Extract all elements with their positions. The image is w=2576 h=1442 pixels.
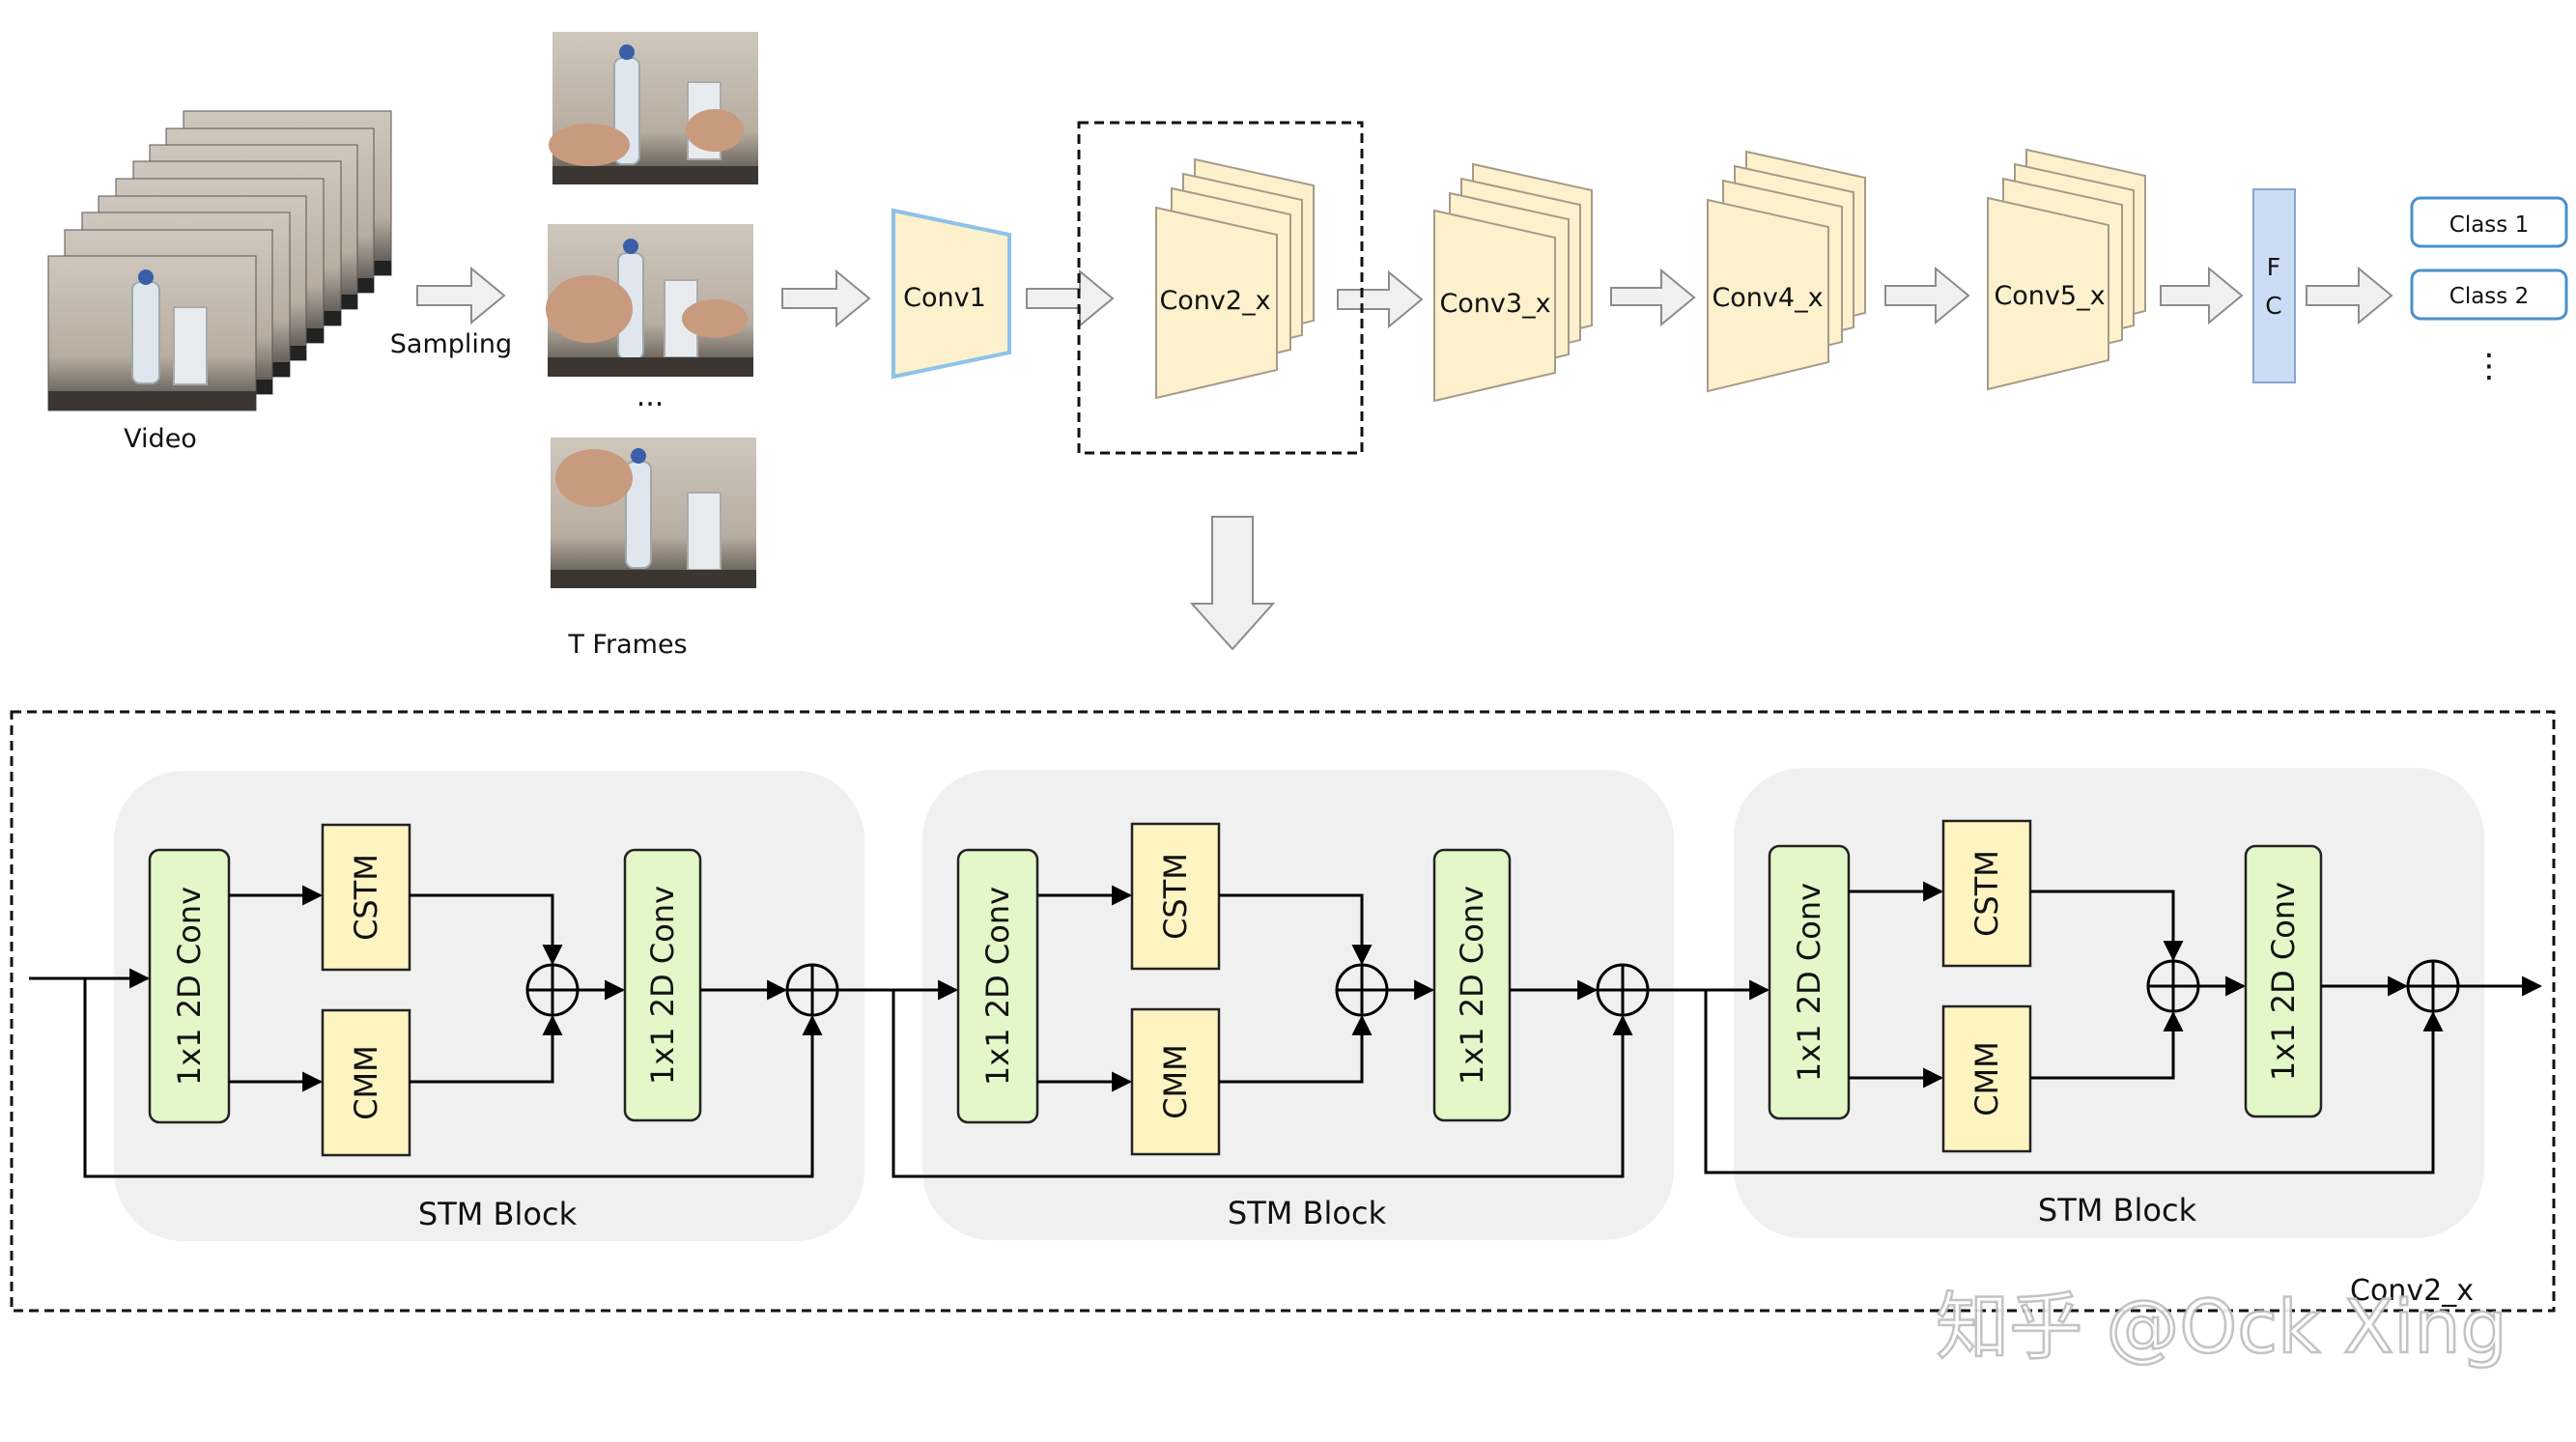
frames-ellipsis: ... bbox=[637, 380, 665, 413]
block2-conv-out-label: 1x1 2D Conv bbox=[1454, 886, 1490, 1085]
conv3-label: Conv3_x bbox=[1439, 289, 1550, 319]
video-frame-stack bbox=[47, 110, 392, 411]
conv4-label: Conv4_x bbox=[1712, 283, 1823, 313]
fc-letter-c: C bbox=[2265, 292, 2281, 320]
sampling-label: Sampling bbox=[390, 329, 512, 359]
conv2-label: Conv2_x bbox=[1159, 286, 1270, 316]
panel-label: Conv2_x bbox=[2350, 1274, 2474, 1308]
stm-block-3 bbox=[1648, 768, 2543, 1238]
block1-conv-out-label: 1x1 2D Conv bbox=[644, 886, 681, 1085]
classes-ellipsis: ⋮ bbox=[2473, 347, 2505, 385]
frames-label: T Frames bbox=[567, 630, 687, 660]
flow-arrows bbox=[781, 266, 2393, 329]
sampled-frame-2 bbox=[546, 224, 753, 377]
sampled-frame-1 bbox=[549, 32, 758, 184]
stm-block-1 bbox=[29, 771, 864, 1241]
class-1-label: Class 1 bbox=[2449, 212, 2529, 238]
block1-conv-in-label: 1x1 2D Conv bbox=[171, 887, 208, 1086]
block2-label: STM Block bbox=[1228, 1195, 1387, 1231]
block1-cstm-label: CSTM bbox=[348, 854, 384, 941]
block3-conv-in-label: 1x1 2D Conv bbox=[1791, 883, 1827, 1082]
conv2-stack bbox=[1155, 157, 1315, 400]
conv1-block bbox=[892, 208, 1011, 380]
class-2-box bbox=[2410, 269, 2568, 321]
watermark: 知乎 @Ock Xing bbox=[1936, 1284, 2507, 1370]
block1-label: STM Block bbox=[418, 1196, 578, 1232]
block3-label: STM Block bbox=[2038, 1192, 2197, 1229]
block2-cstm-label: CSTM bbox=[1157, 853, 1194, 940]
expand-arrow bbox=[1189, 516, 1276, 651]
conv5-stack bbox=[1987, 148, 2146, 391]
sampling-arrow bbox=[416, 266, 506, 325]
conv3-stack bbox=[1433, 162, 1593, 403]
class-2-label: Class 2 bbox=[2449, 284, 2529, 309]
block2-cmm-label: CMM bbox=[1157, 1044, 1194, 1119]
block3-cmm-label: CMM bbox=[1968, 1041, 2005, 1117]
block3-conv-out-label: 1x1 2D Conv bbox=[2265, 882, 2302, 1081]
sampled-frame-3 bbox=[551, 438, 756, 588]
video-label: Video bbox=[124, 424, 197, 454]
fc-layer bbox=[2252, 188, 2296, 383]
conv4-stack bbox=[1707, 150, 1866, 393]
stm-block-2 bbox=[837, 770, 1674, 1240]
conv5-label: Conv5_x bbox=[1994, 281, 2105, 311]
fc-letter-f: F bbox=[2267, 253, 2280, 281]
conv1-label: Conv1 bbox=[903, 283, 986, 313]
block2-conv-in-label: 1x1 2D Conv bbox=[979, 887, 1016, 1086]
block3-cstm-label: CSTM bbox=[1968, 850, 2005, 937]
conv2-highlight-box bbox=[1077, 121, 1364, 455]
block1-cmm-label: CMM bbox=[348, 1045, 384, 1120]
conv2-detail-panel bbox=[10, 710, 2556, 1313]
class-1-box bbox=[2410, 196, 2568, 248]
